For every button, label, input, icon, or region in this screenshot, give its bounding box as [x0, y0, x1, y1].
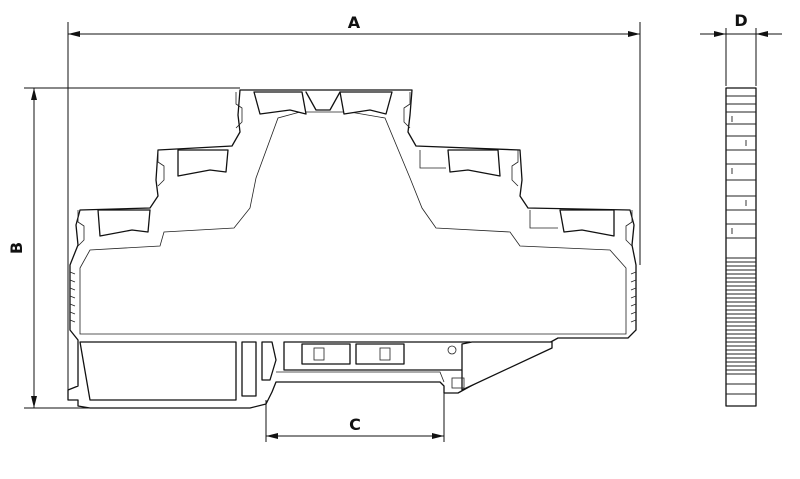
dimension-d: D: [700, 11, 782, 86]
low-clamp-left: [97, 209, 151, 237]
base-screw-hole: [447, 345, 457, 355]
base-window-1: [301, 343, 351, 365]
base-window-1-inner: [313, 347, 325, 361]
base-left-chamber: [79, 341, 237, 401]
mid-clamp-left: [177, 149, 229, 177]
side-hatching: [726, 95, 756, 395]
label-b: B: [7, 242, 26, 254]
side-ribs: [69, 271, 637, 323]
front-view: [67, 89, 637, 409]
side-outline: [725, 87, 757, 407]
base-slot-1: [241, 341, 257, 397]
dimension-c: C: [265, 392, 445, 442]
top-clamp-left: [253, 91, 307, 115]
label-c: C: [349, 415, 361, 434]
top-clamp-right: [339, 91, 393, 115]
dimension-a: A: [67, 13, 641, 395]
step-details: [77, 92, 633, 247]
base-small-tab: [451, 377, 465, 389]
side-view: [725, 87, 757, 407]
base-window-2-inner: [379, 347, 391, 361]
low-clamp-right: [559, 209, 615, 237]
base-slot-2: [261, 341, 277, 381]
label-d: D: [734, 11, 747, 30]
base-right-chamber: [461, 341, 553, 391]
base-rail-groove: [276, 371, 445, 383]
top-center-notch: [305, 91, 341, 111]
mid-clamp-right: [447, 149, 501, 177]
dimension-b: B: [7, 87, 240, 409]
label-a: A: [348, 13, 361, 32]
